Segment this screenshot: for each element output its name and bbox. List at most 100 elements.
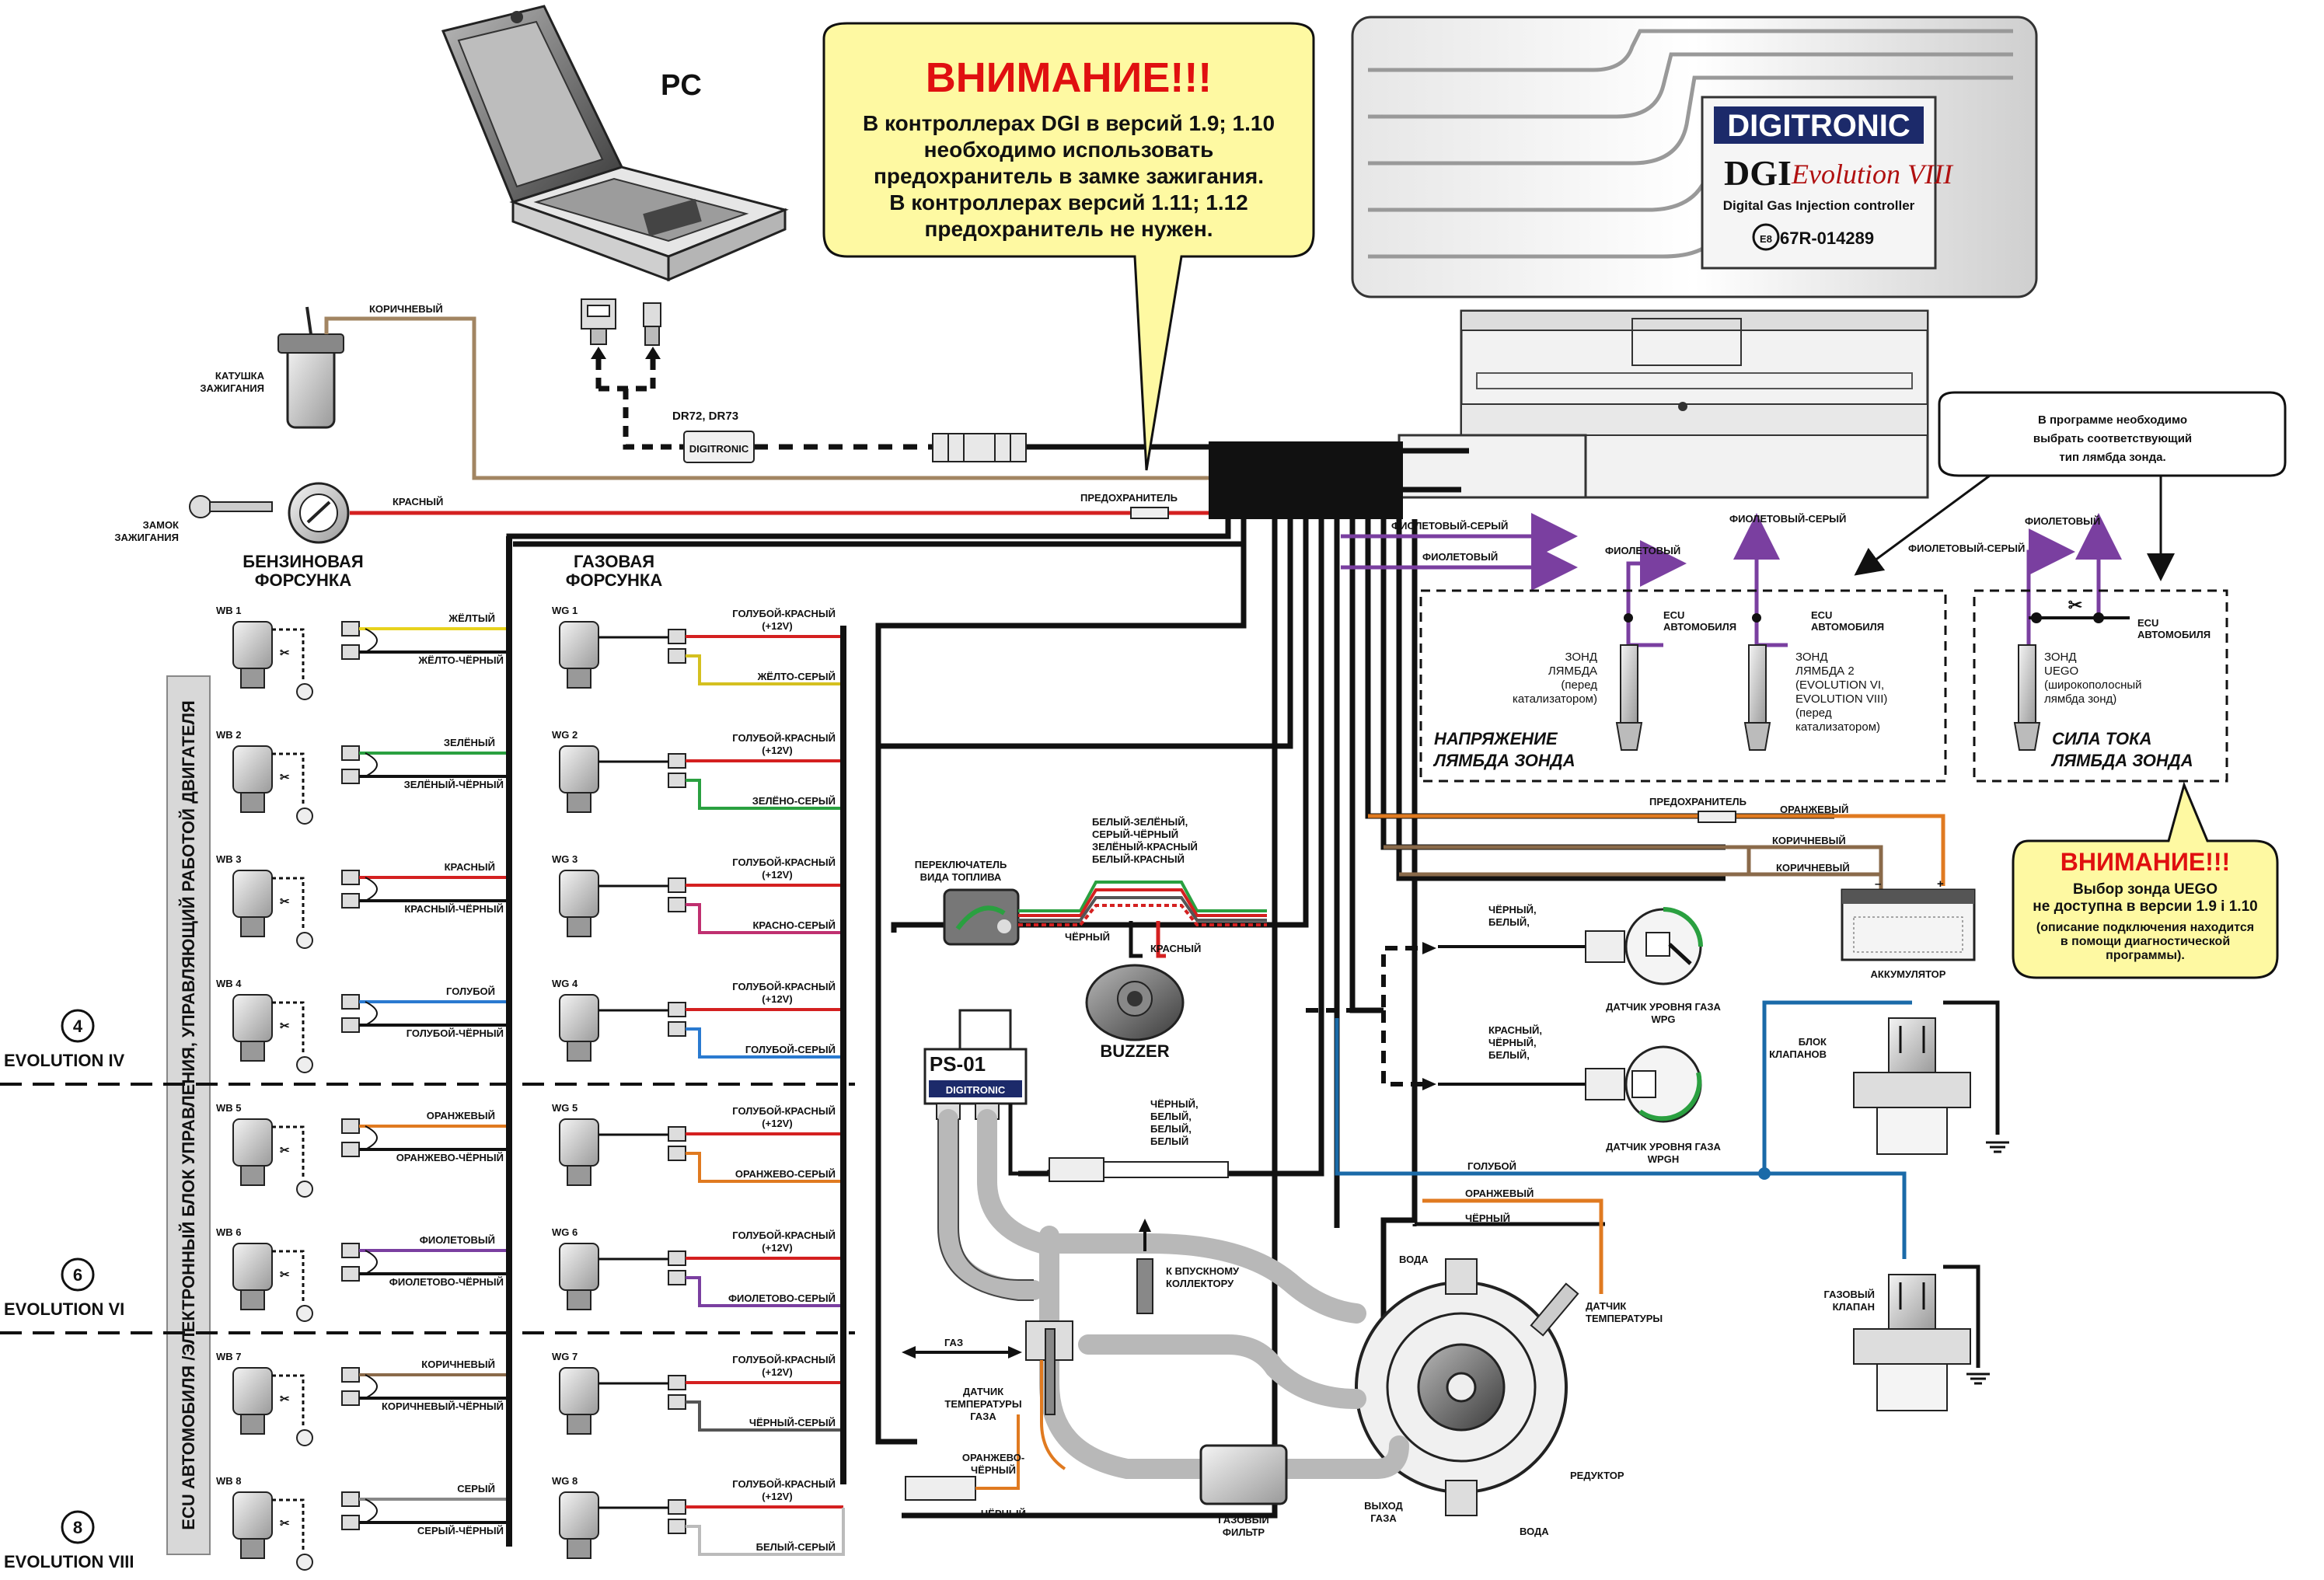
lambdaNote-line: тип лямбда зонда. — [2059, 451, 2165, 464]
petrol-injector-icon — [232, 1491, 313, 1571]
petrol-wire1-label: ОРАНЖЕВЫЙ — [427, 1110, 495, 1121]
ignition-fuse-label: ПРЕДОХРАНИТЕЛЬ — [1080, 492, 1178, 504]
cylinder-count: 8 — [73, 1518, 82, 1537]
tempLbl-line: ТЕМПЕРАТУРЫ — [1586, 1313, 1663, 1324]
wpgLbl-line: ДАТЧИК УРОВНЯ ГАЗА — [1606, 1001, 1721, 1013]
gas-wire2-label: КРАСНО-СЕРЫЙ — [752, 919, 836, 931]
ecu2-line: АВТОМОБИЛЯ — [1811, 621, 1884, 633]
orange-black-label: ОРАНЖЕВО-ЧЁРНЫЙ — [962, 1452, 1024, 1476]
petrol-wire2-label: ФИОЛЕТОВО-ЧЁРНЫЙ — [389, 1276, 504, 1288]
warnTop-line: предохранитель не нужен. — [924, 217, 1213, 241]
petrol-injector-id: WB 4 — [216, 978, 242, 989]
currTitle-line: ЛЯМБДА ЗОНДА — [2050, 751, 2193, 770]
intake-pipe — [1136, 1219, 1153, 1314]
currTitle-line: СИЛА ТОКА — [2052, 729, 2152, 748]
warning-top-title: ВНИМАНИЕ!!! — [926, 54, 1213, 101]
gas-voltage-label: (+12V) — [762, 993, 792, 1005]
filterLbl-line: ФИЛЬТР — [1223, 1526, 1265, 1538]
petrol-injector-id: WB 8 — [216, 1475, 242, 1487]
gas-voltage-label: (+12V) — [762, 1118, 792, 1129]
lvl1-line: ЧЁРНЫЙ, — [1488, 904, 1537, 916]
usb-plug-icon — [643, 302, 661, 346]
gas-wire1-label: ГОЛУБОЙ-КРАСНЫЙ — [732, 1354, 836, 1365]
gas-injector-id: WG 2 — [552, 729, 578, 741]
petrol-wire2-label: КРАСНЫЙ-ЧЁРНЫЙ — [404, 903, 504, 915]
power-wires — [1368, 814, 1945, 894]
warnBot-line: Выбор зонда UEGO — [2073, 881, 2218, 898]
fuel-switch-wires — [1018, 881, 1267, 926]
gas-injector-id: WG 6 — [552, 1226, 578, 1238]
controller-model: DGI — [1724, 153, 1792, 193]
gas-injector-icon — [559, 1367, 686, 1435]
probe1-line: (перед — [1561, 678, 1597, 692]
scissors-icon: ✂ — [280, 1393, 290, 1406]
lvl2-line: БЕЛЫЙ, — [1488, 1049, 1530, 1061]
petrol-wire2-label: ЗЕЛЁНЫЙ-ЧЁРНЫЙ — [404, 779, 504, 790]
gvLbl-line: КЛАПАН — [1833, 1301, 1875, 1313]
fsLbl-line: ВИДА ТОПЛИВА — [920, 871, 1002, 883]
vbLbl-line: КЛАПАНОВ — [1769, 1048, 1827, 1060]
lambda-wire-vs: ФИОЛЕТОВЫЙ-СЕРЫЙ — [1391, 520, 1508, 532]
gasTempLbl-line: ДАТЧИК — [963, 1386, 1003, 1397]
reducer-black-label: ЧЁРНЫЙ — [1465, 1212, 1510, 1224]
reducer-wires — [1412, 1198, 1605, 1294]
gas-injector-id: WG 1 — [552, 605, 578, 616]
scissors-icon: ✂ — [2068, 595, 2082, 615]
controller-subtitle: Digital Gas Injection controller — [1723, 198, 1915, 213]
gas-wire2-label: БЕЛЫЙ-СЕРЫЙ — [756, 1541, 836, 1553]
gas-injector-icon — [559, 745, 686, 813]
level-wires-1: ЧЁРНЫЙ,БЕЛЫЙ, — [1488, 904, 1537, 928]
gas-wire2-label: ГОЛУБОЙ-СЕРЫЙ — [745, 1044, 836, 1055]
lvl2-line: КРАСНЫЙ, — [1488, 1024, 1542, 1036]
ecu3-line: АВТОМОБИЛЯ — [2137, 629, 2211, 640]
lvl1-line: БЕЛЫЙ, — [1488, 916, 1530, 928]
petrol-injector-id: WB 1 — [216, 605, 242, 616]
evolution-label: EVOLUTION IV — [4, 1051, 125, 1070]
warnTop-line: В контроллерах DGI в версий 1.9; 1.10 — [863, 111, 1275, 135]
warning-callout-top: ВНИМАНИЕ!!! В контроллерах DGI в версий … — [822, 22, 1315, 471]
gas-label: ГАЗ — [944, 1337, 963, 1348]
controller-series: Evolution VIII — [1791, 159, 1954, 190]
lock-wire-label: КРАСНЫЙ — [393, 496, 443, 507]
lambdaNote-line: В программе необходимо — [2038, 413, 2187, 427]
tempLbl-line: ДАТЧИК — [1586, 1300, 1626, 1312]
petrol-injector-id: WB 6 — [216, 1226, 242, 1238]
psWires-line: БЕЛЫЙ, — [1150, 1111, 1192, 1122]
voltTitle-line: НАПРЯЖЕНИЕ — [1434, 729, 1558, 748]
petrol-injector-icon — [232, 1367, 313, 1446]
petrol-wire2-label: СЕРЫЙ-ЧЁРНЫЙ — [417, 1525, 504, 1536]
warnBot-line: не доступна в версии 1.9 і 1.10 — [2033, 898, 2257, 915]
gas-injector-icon — [559, 870, 686, 937]
ecu-vertical-label: ECU АВТОМОБИЛЯ /ЭЛЕКТРОННЫЙ БЛОК УПРАВЛЕ… — [179, 700, 198, 1529]
buzzer-black-label: ЧЁРНЫЙ — [1065, 931, 1110, 943]
psWires-line: БЕЛЫЙ, — [1150, 1123, 1192, 1135]
current-title: СИЛА ТОКА ЛЯМБДА ЗОНДА — [2050, 729, 2193, 770]
probe3-line: лямбда зонд) — [2044, 692, 2116, 706]
petrol-wire1-label: ЖЁЛТЫЙ — [448, 612, 495, 624]
fsWires-line: БЕЛЫЙ-ЗЕЛЁНЫЙ, — [1092, 816, 1188, 828]
interface-cable — [591, 347, 1213, 450]
fsWires-line: ЗЕЛЁНЫЙ-КРАСНЫЙ — [1092, 841, 1198, 853]
gas-injector-icon — [559, 1491, 686, 1559]
ecu2-line: ECU — [1811, 609, 1832, 621]
lambda-wire-vs3: ФИОЛЕТОВЫЙ-СЕРЫЙ — [1908, 542, 2025, 554]
probe2-line: катализатором) — [1795, 720, 1880, 734]
evolution-label: EVOLUTION VI — [4, 1299, 124, 1319]
injector-bus — [506, 536, 846, 1547]
